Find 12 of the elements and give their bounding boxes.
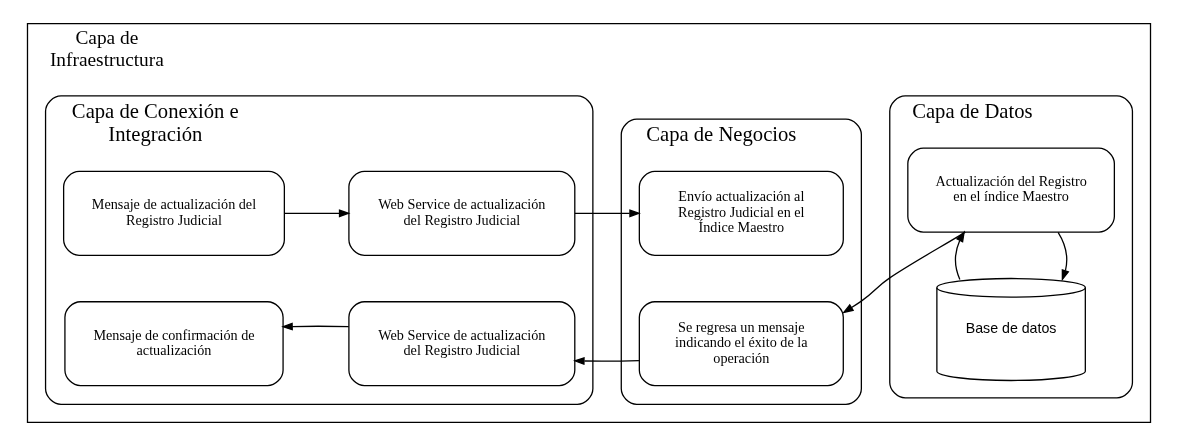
arrow <box>283 209 350 218</box>
arrow <box>573 209 641 218</box>
node-box: Mensaje de confirmación de actualización <box>63 301 284 387</box>
arrow <box>572 356 640 366</box>
arrow <box>280 322 349 331</box>
node-box: Se regresa un mensaje indicando el éxito de la operación <box>638 301 844 387</box>
node-box: Actualización del Registro en el índice Maestro <box>906 147 1115 233</box>
node-box: Web Service de actualización del Registro Judicial <box>347 170 575 256</box>
arrow <box>1056 231 1069 282</box>
node-box: Web Service de actualización del Registro Judicial <box>347 301 575 387</box>
node-box: Mensaje de actualización del Registro Judicial <box>62 170 285 256</box>
node-box: Envío actualización al Registro Judicial en el Índice Maestro <box>638 170 844 256</box>
